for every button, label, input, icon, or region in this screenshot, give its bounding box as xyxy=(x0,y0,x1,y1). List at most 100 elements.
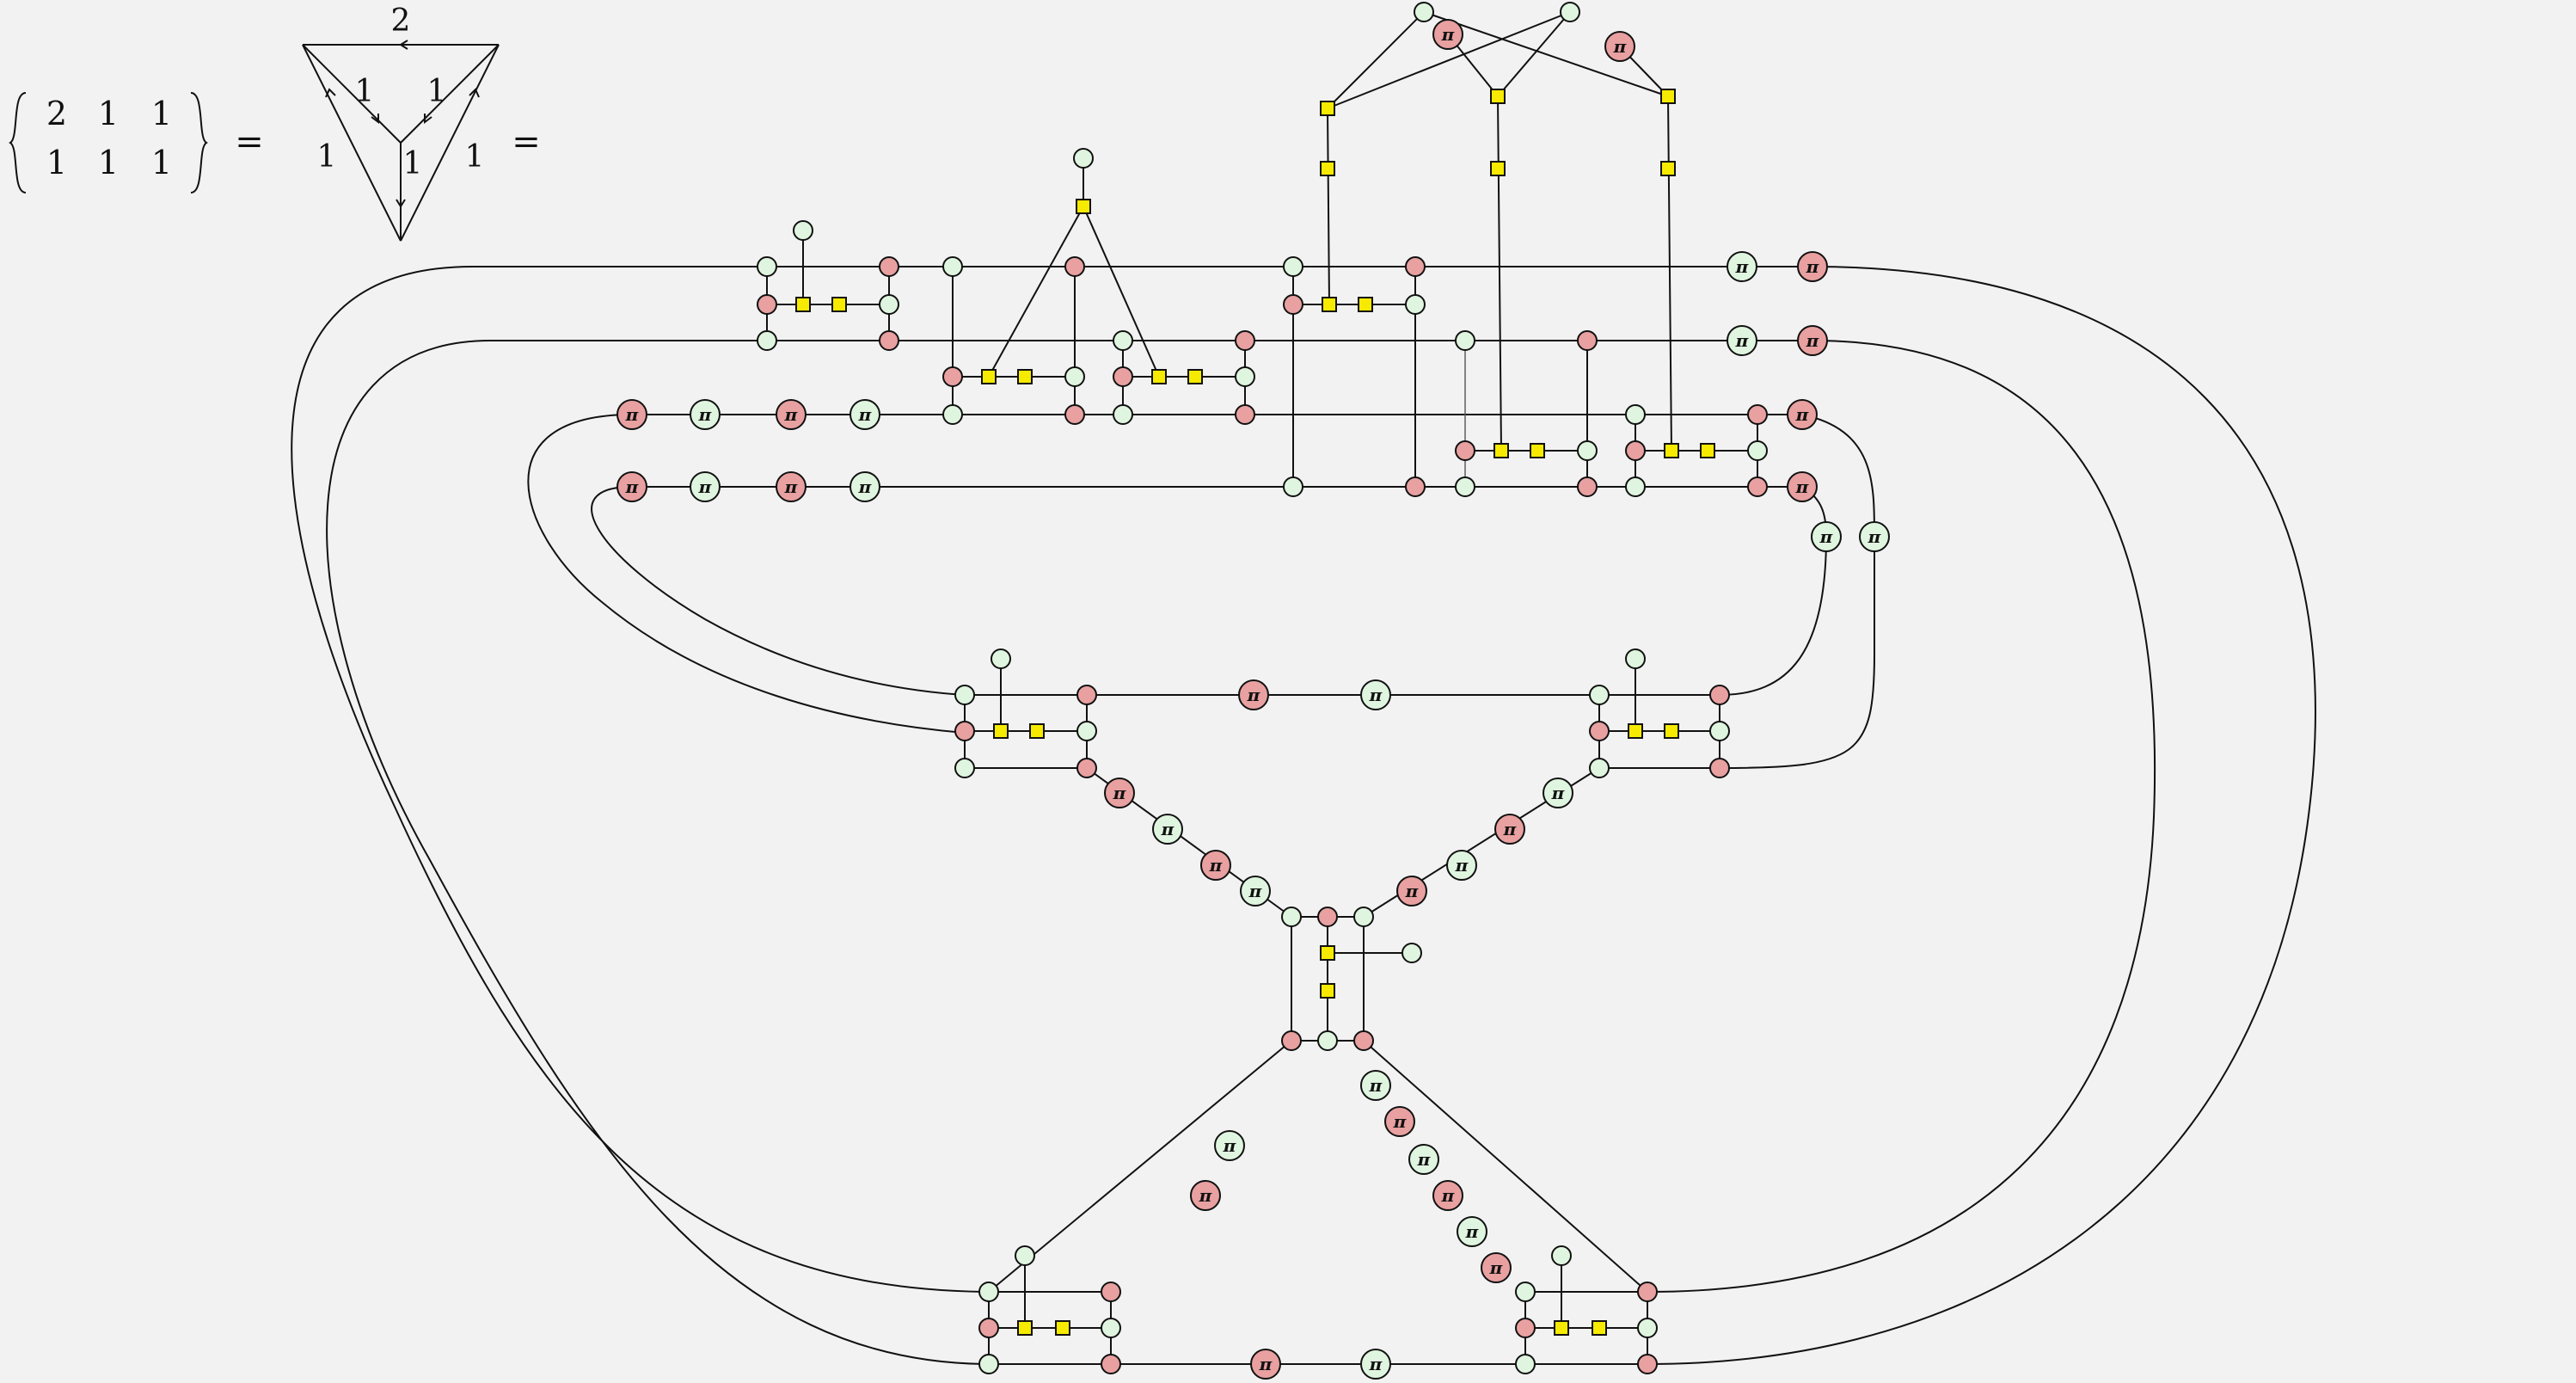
spider-circle xyxy=(1515,1354,1536,1374)
spider-circle xyxy=(1787,471,1818,502)
red-spider xyxy=(1113,366,1133,387)
spider-circle xyxy=(757,256,777,277)
hadamard-box-shape xyxy=(1554,1320,1569,1336)
green-spider xyxy=(1113,404,1133,425)
right-brace xyxy=(190,92,208,194)
tetra-label-outer-left: 1 xyxy=(317,139,337,175)
spider-circle xyxy=(1396,876,1427,907)
hadamard-box-shape xyxy=(1358,297,1373,312)
red-pi-spider: π xyxy=(1396,876,1427,907)
spider-circle xyxy=(1797,325,1828,356)
red-spider xyxy=(1283,294,1303,315)
green-spider xyxy=(991,648,1011,669)
green-spider xyxy=(1551,1245,1572,1266)
hadamard-box xyxy=(1490,161,1506,176)
spider-circle xyxy=(1101,1318,1121,1338)
green-spider xyxy=(1625,648,1646,669)
green-spider xyxy=(1577,440,1598,461)
hadamard-box-shape xyxy=(1700,443,1715,458)
hadamard-box xyxy=(1700,443,1715,458)
green-spider xyxy=(1625,476,1646,497)
spider-circle xyxy=(1353,1030,1374,1051)
phase-pi-label: π xyxy=(1613,36,1627,57)
spider-circle xyxy=(879,256,899,277)
spider-circle xyxy=(879,294,899,315)
spider-circle xyxy=(1353,907,1374,927)
spider-circle xyxy=(776,399,807,430)
phase-pi-label: π xyxy=(1819,526,1833,547)
phase-pi-label: π xyxy=(784,404,798,425)
spider-circle xyxy=(776,471,807,502)
spider-circle xyxy=(1384,1106,1415,1137)
spider-circle xyxy=(1457,1216,1487,1247)
hadamard-box xyxy=(1017,369,1033,384)
spider-circle xyxy=(1727,251,1757,282)
hadamard-box-shape xyxy=(1490,161,1506,176)
phase-pi-label: π xyxy=(1113,783,1126,803)
spider-circle xyxy=(1281,1030,1302,1051)
phase-pi-label: π xyxy=(1551,783,1565,803)
tetra-label-top: 2 xyxy=(391,3,411,39)
phase-pi-label: π xyxy=(1441,24,1455,45)
spider-circle xyxy=(1283,294,1303,315)
red-spider xyxy=(1589,721,1610,741)
red-spider xyxy=(1405,476,1426,497)
spider-circle xyxy=(616,471,647,502)
hadamard-box-shape xyxy=(1320,101,1335,116)
red-spider xyxy=(1101,1354,1121,1374)
hadamard-box xyxy=(1358,297,1373,312)
hadamard-box-shape xyxy=(1660,89,1676,104)
phase-pi-label: π xyxy=(1369,1354,1383,1374)
phase-pi-label: π xyxy=(1417,1149,1431,1170)
spider-circle xyxy=(1317,907,1338,927)
green-spider xyxy=(1101,1318,1121,1338)
phase-pi-label: π xyxy=(1199,1185,1212,1206)
hadamard-box-shape xyxy=(1493,443,1509,458)
hadamard-box-shape xyxy=(1592,1320,1607,1336)
hadamard-box xyxy=(1320,161,1335,176)
spider-circle xyxy=(1214,1130,1245,1161)
red-spider xyxy=(757,294,777,315)
green-spider xyxy=(1455,330,1475,351)
green-pi-spider: π xyxy=(1360,1070,1391,1101)
spider-circle xyxy=(1577,440,1598,461)
spider-circle xyxy=(1747,440,1768,461)
spider-circle xyxy=(1283,476,1303,497)
red-pi-spider: π xyxy=(1604,31,1635,62)
hadamard-box-shape xyxy=(1530,443,1545,458)
spider-circle xyxy=(1494,814,1525,845)
matrix-entry-r1c2: 1 xyxy=(98,95,119,132)
green-pi-spider: π xyxy=(1811,521,1842,552)
green-pi-spider: π xyxy=(690,399,721,430)
green-pi-spider: π xyxy=(1727,251,1757,282)
green-spider xyxy=(1401,943,1422,963)
red-pi-spider: π xyxy=(616,399,647,430)
spider-circle xyxy=(1625,648,1646,669)
hadamard-box xyxy=(1530,443,1545,458)
spider-circle xyxy=(690,471,721,502)
phase-pi-label: π xyxy=(698,404,712,425)
green-spider xyxy=(1283,476,1303,497)
green-spider xyxy=(1283,256,1303,277)
hadamard-box-shape xyxy=(1151,369,1167,384)
spider-circle xyxy=(1551,1245,1572,1266)
spider-circle xyxy=(1360,679,1391,710)
spider-circle xyxy=(1709,758,1730,778)
spider-circle xyxy=(1797,251,1828,282)
red-spider xyxy=(1235,330,1255,351)
red-pi-spider: π xyxy=(1432,1180,1463,1211)
spider-circle xyxy=(757,330,777,351)
spider-circle xyxy=(1709,721,1730,741)
spider-circle xyxy=(1405,256,1426,277)
phase-pi-label: π xyxy=(1735,330,1749,351)
green-pi-spider: π xyxy=(1152,814,1183,845)
red-spider xyxy=(942,366,963,387)
tetra-label-inner-right: 1 xyxy=(427,74,447,109)
red-spider xyxy=(1101,1282,1121,1302)
green-pi-spider: π xyxy=(1543,778,1573,808)
spider-circle xyxy=(1859,521,1890,552)
phase-pi-label: π xyxy=(1248,881,1262,901)
spider-circle xyxy=(1637,1282,1658,1302)
hadamard-box xyxy=(1490,89,1506,104)
red-spider xyxy=(1317,907,1338,927)
